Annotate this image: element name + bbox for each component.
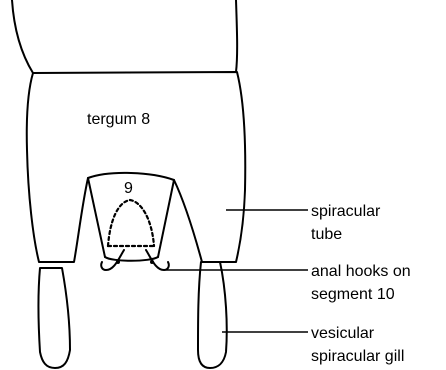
right-gill bbox=[198, 262, 227, 368]
label-segment-9: 9 bbox=[124, 180, 133, 197]
segment-7-outline bbox=[12, 0, 237, 73]
label-tergum-8: tergum 8 bbox=[87, 111, 150, 128]
anal-hook-left-dot bbox=[116, 260, 120, 264]
label-spiracular-tube-1: spiracular bbox=[311, 203, 381, 220]
label-vesicular-gill-2: spiracular gill bbox=[311, 348, 404, 365]
dotted-internal-structure bbox=[108, 200, 154, 246]
left-gill bbox=[39, 268, 71, 368]
anal-hook-right-dot bbox=[150, 260, 154, 264]
label-vesicular-gill-1: vesicular bbox=[311, 325, 375, 342]
label-anal-hooks-2: segment 10 bbox=[311, 286, 395, 303]
tergum-8-outline bbox=[27, 72, 245, 262]
label-anal-hooks-1: anal hooks on bbox=[311, 263, 411, 280]
label-spiracular-tube-2: tube bbox=[311, 226, 342, 243]
